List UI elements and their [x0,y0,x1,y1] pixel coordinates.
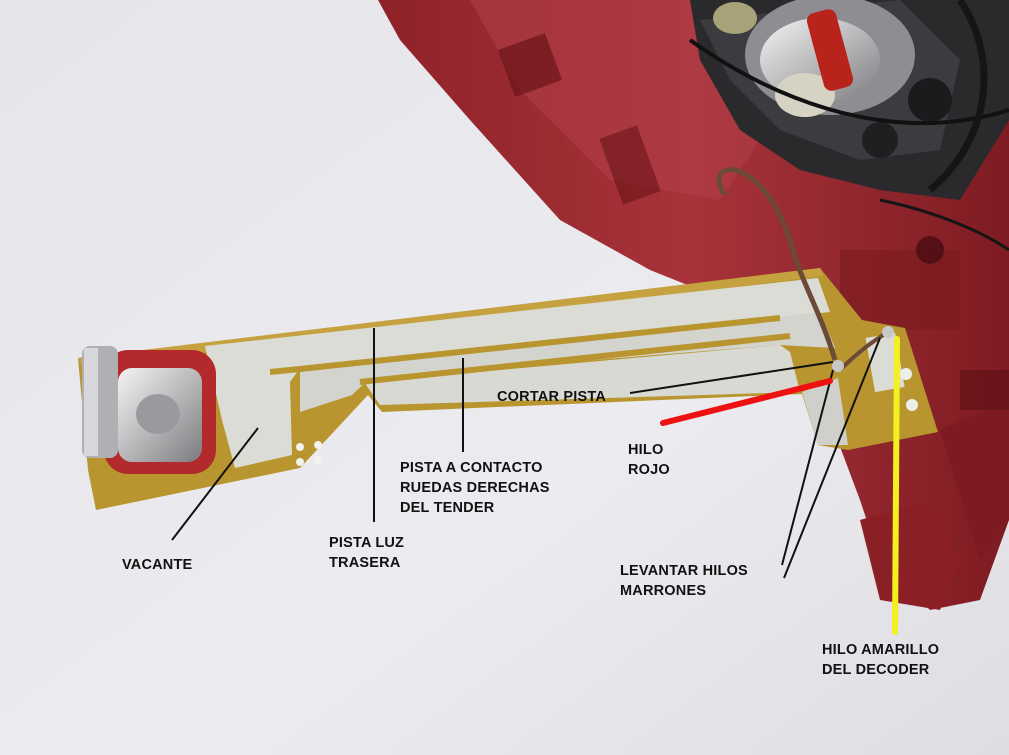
label-line: MARRONES [620,583,707,599]
label-line: LEVANTAR HILOS [620,563,748,579]
label-hilo-amarillo: HILO AMARILLO DEL DECODER [822,640,939,680]
label-cortar-pista: CORTAR PISTA [497,387,606,407]
label-line: ROJO [628,462,670,478]
label-line: PISTA A CONTACTO [400,460,543,476]
brown-wires [716,167,894,372]
label-line: DEL TENDER [400,500,495,516]
annotation-lines [171,328,881,579]
label-line: HILO [628,442,664,458]
label-line: DEL DECODER [822,662,930,678]
label-line: PISTA LUZ [329,535,405,551]
label-pista-contacto: PISTA A CONTACTO RUEDAS DERECHAS DEL TEN… [400,458,550,518]
label-line: CORTAR PISTA [497,389,606,405]
label-line: HILO AMARILLO [822,642,940,658]
label-pista-luz-trasera: PISTA LUZ TRASERA [329,533,404,573]
contact-clip [82,346,216,474]
label-line: TRASERA [329,555,401,571]
label-line: RUEDAS DERECHAS [400,480,550,496]
label-hilo-rojo: HILO ROJO [628,440,670,480]
motor-assembly [688,0,1009,252]
red-wire-marker [660,378,833,426]
label-line: VACANTE [122,557,193,573]
pcb-board [78,268,938,510]
label-vacante: VACANTE [122,555,192,575]
label-levantar-hilos: LEVANTAR HILOS MARRONES [620,561,748,601]
yellow-wire-marker [892,336,900,635]
